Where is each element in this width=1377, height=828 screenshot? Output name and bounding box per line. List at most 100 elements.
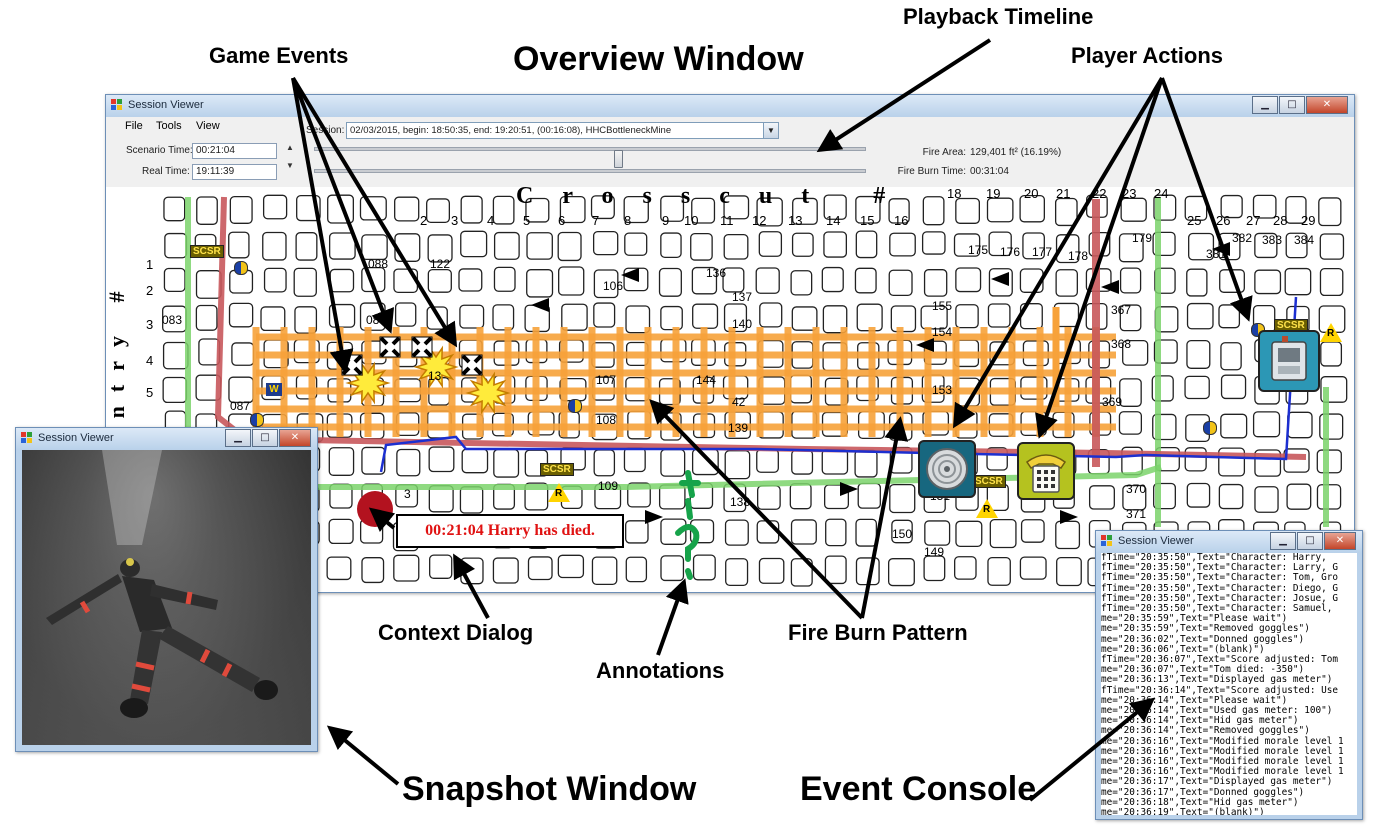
menu-view[interactable]: View — [196, 120, 220, 132]
rock-pillar — [1019, 268, 1044, 293]
scsr-cache-badge[interactable]: SCSR — [540, 463, 574, 476]
player-marker-icon[interactable] — [250, 413, 264, 427]
rock-pillar — [162, 341, 189, 370]
time-spinner[interactable]: ▲▼ — [286, 143, 294, 170]
maximize-button[interactable]: □ — [1297, 532, 1323, 550]
rock-pillar — [459, 304, 485, 329]
airflow-arrow-icon — [916, 338, 934, 352]
playback-timeline-track[interactable] — [314, 169, 866, 173]
rock-pillar — [823, 231, 848, 258]
scenario-time-field[interactable]: 00:21:04 — [192, 143, 277, 159]
console-log-line: fTime="20:35:50",Text="Character: Harry, — [1101, 553, 1327, 563]
rock-pillar — [396, 448, 421, 477]
player-marker-icon[interactable] — [568, 399, 582, 413]
console-log-line: fTime="20:35:50",Text="Character: Josue,… — [1101, 592, 1339, 604]
close-button[interactable]: ✕ — [1306, 96, 1348, 114]
water-badge[interactable]: W — [266, 383, 282, 396]
rock-pillar — [359, 196, 387, 221]
rock-pillar — [493, 266, 516, 292]
rock-pillar — [691, 448, 719, 476]
context-dialog: 00:21:04 Harry has died. — [396, 514, 624, 548]
rock-pillar — [593, 269, 619, 299]
minimize-button[interactable]: ▁ — [1252, 96, 1278, 114]
rock-pillar — [1218, 483, 1244, 510]
close-button[interactable]: ✕ — [279, 429, 311, 447]
crosscut-number: 6 — [558, 213, 566, 228]
fire-area-label: Fire Area: — [922, 147, 966, 158]
rock-pillar — [1220, 342, 1242, 371]
rock-pillar — [1316, 484, 1342, 510]
chevron-down-icon[interactable]: ▼ — [763, 123, 778, 138]
node-label: 136 — [706, 266, 727, 280]
console-log-line: me="20:36:19",Text="(blank)") — [1101, 807, 1265, 815]
rock-pillar — [757, 485, 781, 510]
node-label: 367 — [1111, 303, 1132, 317]
rock-pillar — [1186, 339, 1211, 369]
rock-pillar — [1318, 197, 1342, 227]
scsr-cache-badge[interactable]: SCSR — [190, 245, 224, 258]
rock-pillar — [825, 518, 847, 547]
playback-slider-thumb[interactable] — [614, 150, 623, 168]
crosscut-number: 27 — [1246, 213, 1261, 228]
real-time-field[interactable]: 19:11:39 — [192, 164, 277, 180]
rock-pillar — [328, 518, 354, 545]
node-label: 176 — [1000, 245, 1021, 259]
rock-pillar — [163, 196, 186, 222]
entry-number: 4 — [146, 353, 154, 368]
node-label: 153 — [932, 383, 953, 397]
refuge-warning-icon[interactable]: R — [976, 499, 998, 518]
node-label: 138 — [730, 495, 751, 509]
session-value: 02/03/2015, begin: 18:50:35, end: 19:20:… — [350, 125, 672, 136]
rock-pillar — [856, 303, 883, 332]
rock-pillar — [623, 195, 649, 224]
player-death-marker[interactable] — [357, 491, 393, 527]
rock-pillar — [822, 305, 848, 334]
minimize-button[interactable]: ▁ — [225, 429, 251, 447]
session-select[interactable]: 02/03/2015, begin: 18:50:35, end: 19:20:… — [346, 122, 779, 139]
entry-number: 3 — [146, 317, 154, 332]
scsr-cache-badge[interactable]: SCSR — [972, 475, 1006, 488]
rock-pillar — [1218, 304, 1241, 329]
rock-pillar — [1254, 269, 1282, 295]
event-console-window: Session Viewer ▁ □ ✕ fTime="20:35:50",Te… — [1095, 530, 1363, 820]
rock-pillar — [1316, 449, 1342, 474]
rock-pillar — [1120, 197, 1147, 222]
rock-pillar — [1285, 196, 1307, 224]
maximize-button[interactable]: □ — [252, 429, 278, 447]
menu-tools[interactable]: Tools — [156, 120, 182, 132]
rescue-chamber-action-icon[interactable] — [1258, 330, 1320, 392]
rock-pillar — [658, 267, 682, 297]
node-label: 155 — [932, 299, 953, 313]
rock-pillar — [1220, 413, 1248, 439]
rock-pillar — [1184, 447, 1207, 472]
close-button[interactable]: ✕ — [1324, 532, 1356, 550]
console-log-line: fTime="20:35:50",Text="Character: Larry,… — [1101, 562, 1339, 574]
rock-pillar — [1184, 375, 1210, 400]
rock-pillar — [723, 195, 750, 220]
rock-pillar — [361, 557, 385, 584]
player-marker-icon[interactable] — [1203, 421, 1217, 435]
node-label: 149 — [924, 545, 945, 559]
refuge-warning-icon[interactable]: R — [548, 483, 570, 502]
maximize-button[interactable]: □ — [1279, 96, 1305, 114]
snapshot-3d-view[interactable] — [22, 450, 311, 745]
minimize-button[interactable]: ▁ — [1270, 532, 1296, 550]
rock-pillar — [1088, 485, 1115, 510]
rock-pillar — [955, 267, 982, 293]
rock-pillar — [855, 230, 878, 259]
phone-action-icon[interactable] — [1017, 442, 1075, 500]
rock-pillar — [889, 232, 916, 257]
event-log[interactable]: fTime="20:35:50",Text="Character: Harry,… — [1101, 553, 1357, 815]
rock-pillar — [792, 197, 818, 225]
fire-hose-action-icon[interactable] — [918, 440, 976, 498]
overview-titlebar: Session Viewer ▁ □ ✕ — [106, 95, 1354, 117]
menu-file[interactable]: File — [125, 120, 143, 132]
refuge-warning-icon[interactable]: R — [1320, 323, 1342, 342]
rock-pillar — [361, 266, 386, 293]
rock-pillar — [231, 342, 255, 366]
player-marker-icon[interactable] — [234, 261, 248, 275]
rock-pillar — [228, 302, 254, 328]
session-label: Session: — [306, 125, 345, 136]
rock-pillar — [1122, 484, 1147, 511]
window-title: Session Viewer — [38, 432, 114, 444]
